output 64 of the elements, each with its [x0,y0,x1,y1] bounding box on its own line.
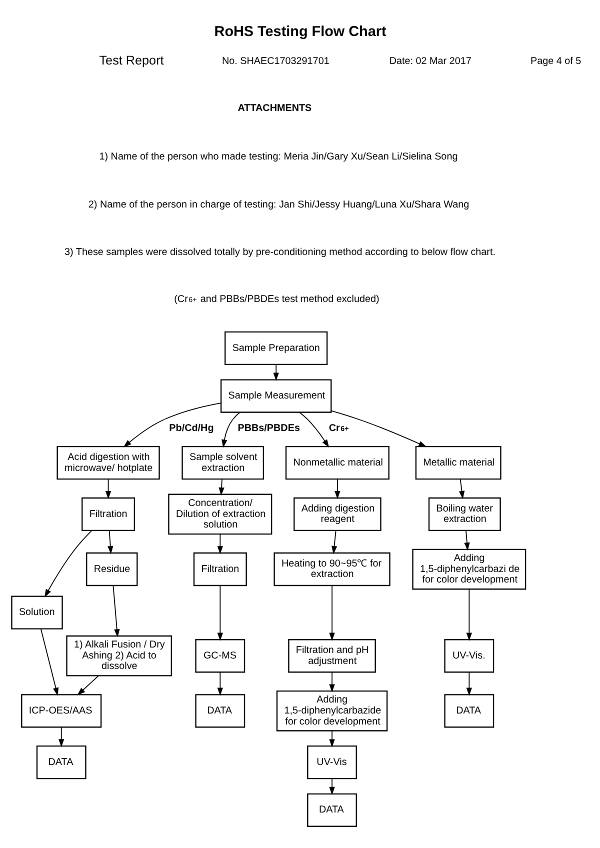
label: No. SHAEC1703291701 [222,56,330,67]
arrow [466,672,472,696]
node-box: Adding 1,5-diphenylcarbazide for color development [276,690,388,732]
arrow [334,478,340,500]
label: 3) These samples were dissolved totally by pre-conditioning method according to below flow chart. [64,247,496,258]
node-box: DATA [195,694,246,728]
arrow [464,530,470,551]
label: 1) Name of the person who made testing: Meria Jin/Gary Xu/Sean Li/Sielina Song [99,151,458,162]
edge-label: PBBs/PBDEs [238,423,300,434]
arrow [108,530,114,554]
diagram-title: RoHS Testing Flow Chart [214,24,386,40]
label: 2) Name of the person in charge of testing: Jan Shi/Jessy Huang/Luna Xu/Shara Wang [88,199,470,210]
arrow [44,530,92,598]
arrow [218,478,224,496]
arrow [112,585,120,638]
arrow [329,730,335,748]
arrow [77,676,99,696]
arrow [40,628,59,696]
node-box: Sample Measurement [220,379,332,413]
arrow [299,412,330,448]
arrow [58,726,64,748]
node-box: DATA [444,694,494,728]
arrow [330,410,427,448]
node-box: DATA [307,793,357,827]
node-box: Concentration/ Dilution of extraction solution [168,494,272,535]
node-box: Filtration [82,497,136,532]
arrow [105,478,112,500]
label: (Cr6+ and PBBs/PBDEs test method excluded) [174,294,380,306]
arrow [217,585,223,641]
arrow [329,585,335,641]
node-box: Sample Preparation [224,331,328,366]
node-box: Filtration and pH adjustment [288,639,376,673]
label: Date: 02 Mar 2017 [389,56,472,67]
node-box: Boiling water extraction [428,497,501,532]
arrow [222,412,241,448]
arrow [329,778,335,796]
node-box: 1) Alkali Fusion / Dry Ashing 2) Acid to dissolve [66,635,172,676]
arrow [217,534,223,554]
arrow [217,672,223,696]
arrow [331,530,338,554]
node-box: Filtration [193,552,247,586]
arrow [273,364,279,381]
node-box: Heating to 90~95℃ for extraction [274,552,390,586]
node-box: Adding 1,5-diphenylcarbazi de for color development [412,548,526,590]
node-box: Solution [11,596,63,630]
edge-label: Pb/Cd/Hg [169,423,214,434]
node-box: Acid digestion with microwave/ hotplate [56,446,160,480]
node-box: GC-MS [195,639,246,673]
node-box: Residue [86,552,138,586]
node-box: Metallic material [415,446,502,480]
label: Test Report [99,54,164,68]
node-box: Nonmetallic material [285,446,390,480]
node-box: UV-Vis. [444,639,494,673]
node-box: Sample solvent extraction [182,446,264,480]
label: Page 4 of 5 [530,56,582,67]
label: ATTACHMENTS [238,102,312,114]
node-box: DATA [36,746,86,780]
edge-label: Cr6+ [328,423,349,434]
arrow [329,672,335,692]
node-box: UV-Vis [307,746,357,780]
node-box: ICP-OES/AAS [21,694,102,728]
node-box: Adding digestion reagent [294,497,382,532]
arrow [466,588,472,641]
arrow [459,478,465,500]
